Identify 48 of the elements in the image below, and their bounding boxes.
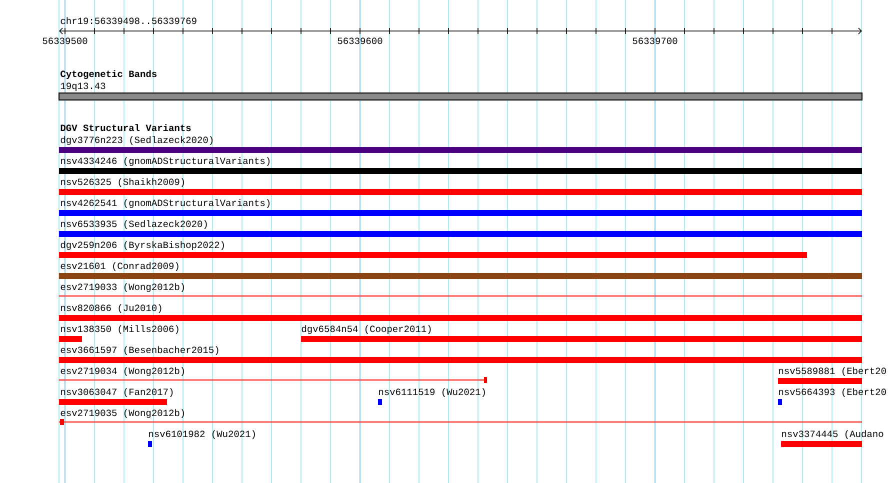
- node-label: nsv3063047 (Fan2017): [61, 388, 173, 397]
- node-label: 19q13.43: [60, 82, 106, 91]
- cytoband-track: 19q13.43: [58, 82, 862, 100]
- tick-label: 56339600: [338, 38, 382, 44]
- node-label: nsv4262541 (gnomADStructuralVariants): [61, 199, 270, 208]
- variant-track: nsv6101982 (Wu2021): [148, 430, 255, 447]
- variant-track: esv2719033 (Wong2012b): [59, 283, 862, 296]
- track-title: Cytogenetic Bands: [60, 70, 157, 79]
- node-label: esv3661597 (Besenbacher2015): [60, 346, 218, 355]
- node-label: nsv138350 (Mills2006): [61, 325, 178, 334]
- node-label: nsv820866 (Ju2010): [61, 304, 162, 313]
- variant-track: dgv259n206 (ByrskaBishop2022): [59, 241, 807, 258]
- variant-track: dgv3776n223 (Sedlazeck2020): [59, 136, 862, 153]
- node-label: dgv259n206 (ByrskaBishop2022): [60, 241, 224, 250]
- node-label: nsv3374445 (Audano: [782, 430, 884, 439]
- variant-track: nsv4334246 (gnomADStructuralVariants): [59, 157, 862, 174]
- track-title: DGV Structural Variants: [60, 124, 191, 132]
- node-label: esv2719035 (Wong2012b): [60, 409, 184, 418]
- variant-track: dgv6584n54 (Cooper2011): [301, 325, 862, 342]
- variant-track: nsv6533935 (Sedlazeck2020): [59, 220, 862, 237]
- variant-track: nsv3374445 (Audano: [781, 430, 884, 447]
- variant-track: nsv6111519 (Wu2021): [378, 388, 485, 405]
- node-label: nsv6111519 (Wu2021): [379, 388, 485, 397]
- variant-track: esv3661597 (Besenbacher2015): [59, 346, 862, 363]
- node-label: nsv6533935 (Sedlazeck2020): [61, 220, 207, 229]
- node-label: esv21601 (Conrad2009): [60, 262, 178, 271]
- node-label: nsv5664393 (Ebert20: [779, 388, 886, 397]
- node-label: nsv6101982 (Wu2021): [149, 430, 255, 439]
- node-label: dgv6584n54 (Cooper2011): [302, 325, 431, 334]
- node-label: nsv5589881 (Ebert20: [779, 367, 886, 376]
- node-label: nsv4334246 (gnomADStructuralVariants): [61, 157, 270, 166]
- variant-track: nsv526325 (Shaikh2009): [59, 178, 862, 195]
- variant-track: nsv3063047 (Fan2017): [59, 388, 173, 405]
- variant-track: esv2719035 (Wong2012b): [59, 409, 862, 425]
- variant-track: nsv5664393 (Ebert20: [778, 388, 886, 405]
- node-label: nsv526325 (Shaikh2009): [61, 178, 184, 187]
- variant-track: nsv4262541 (gnomADStructuralVariants): [59, 199, 862, 216]
- variant-track: nsv820866 (Ju2010): [59, 304, 862, 321]
- tick-label: 56339700: [632, 38, 678, 44]
- region-label: chr19:56339498..56339769: [60, 17, 196, 24]
- variant-track: esv21601 (Conrad2009): [59, 262, 862, 279]
- variant-track: nsv5589881 (Ebert20: [778, 367, 886, 384]
- variant-track: esv2719034 (Wong2012b): [59, 367, 487, 383]
- node-label: esv2719034 (Wong2012b): [60, 367, 184, 376]
- node-label: dgv3776n223 (Sedlazeck2020): [60, 136, 213, 145]
- variant-track: nsv138350 (Mills2006): [59, 325, 178, 342]
- tick-label: 56339500: [42, 38, 88, 44]
- node-label: esv2719033 (Wong2012b): [60, 283, 184, 292]
